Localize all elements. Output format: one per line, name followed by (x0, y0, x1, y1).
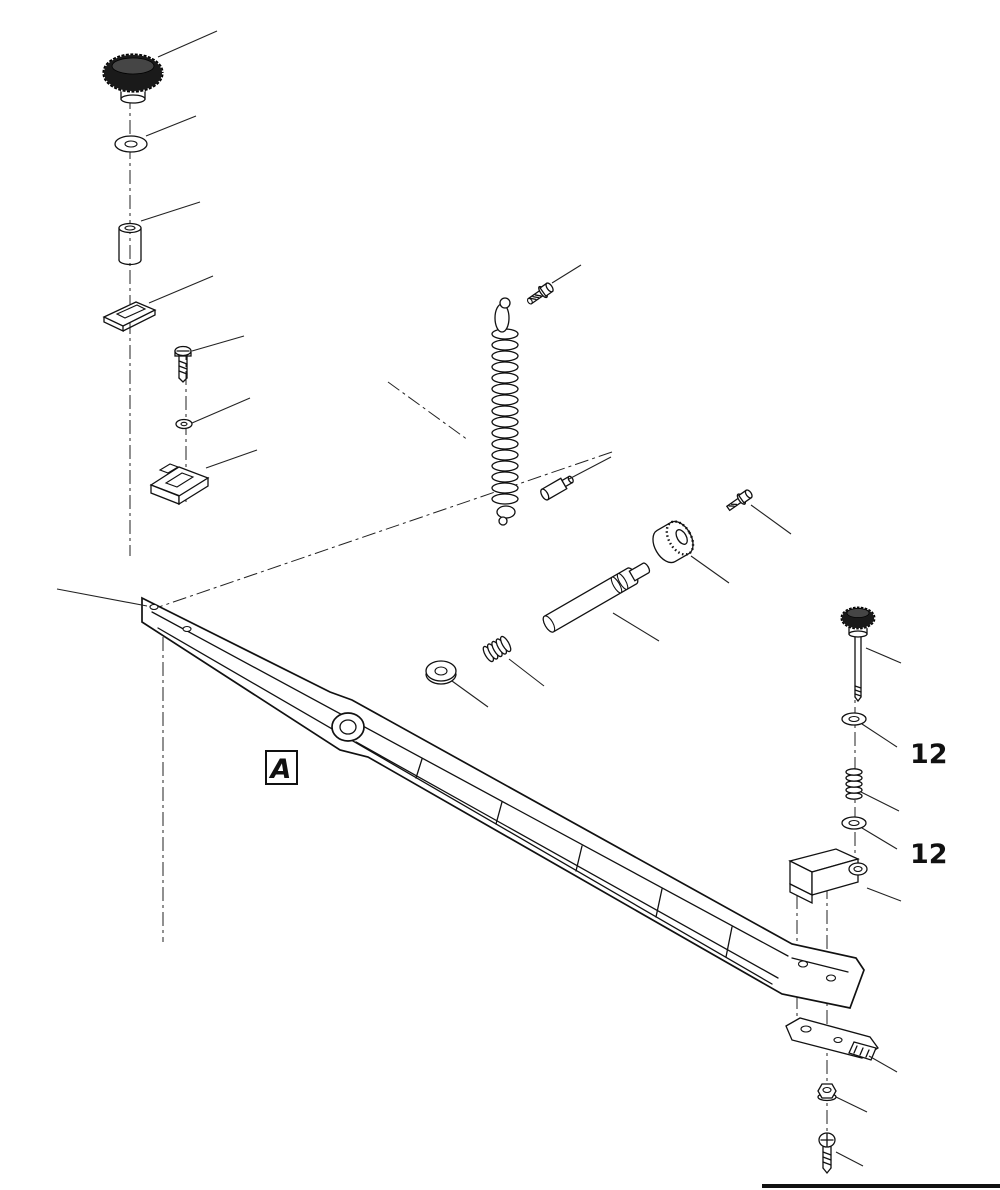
leader-lines (56, 30, 902, 1167)
view-marker-label: A (269, 754, 292, 785)
clamp-plate (102, 301, 157, 333)
hex-nut (817, 1083, 837, 1102)
spacer-sleeve (118, 222, 142, 266)
compression-spring (482, 635, 512, 663)
main-arm (141, 596, 865, 1009)
small-washer (175, 418, 193, 430)
center-axes (129, 95, 856, 1135)
callout-12-upper: 12 (910, 739, 948, 770)
thumb-screw (840, 606, 876, 703)
tension-spring (491, 297, 519, 526)
adjusting-screw (174, 345, 192, 383)
callout-12-lower: 12 (910, 839, 948, 870)
mid-screw (725, 489, 753, 512)
washer-12-lower (841, 816, 867, 830)
knurled-nut (652, 520, 695, 564)
flat-washer (425, 660, 457, 685)
retainer-clip (149, 463, 210, 506)
top-washer (114, 135, 148, 153)
hook-bolt (526, 282, 554, 305)
mounting-screw (818, 1132, 836, 1175)
roller-shaft (542, 562, 651, 633)
view-marker-a: A (265, 750, 298, 785)
top-knob (102, 53, 164, 104)
small-spring (845, 768, 863, 800)
pivot-bracket (788, 848, 868, 905)
anchor-plate (785, 1017, 879, 1061)
pivot-pin (540, 475, 574, 501)
washer-12-upper (841, 712, 867, 726)
